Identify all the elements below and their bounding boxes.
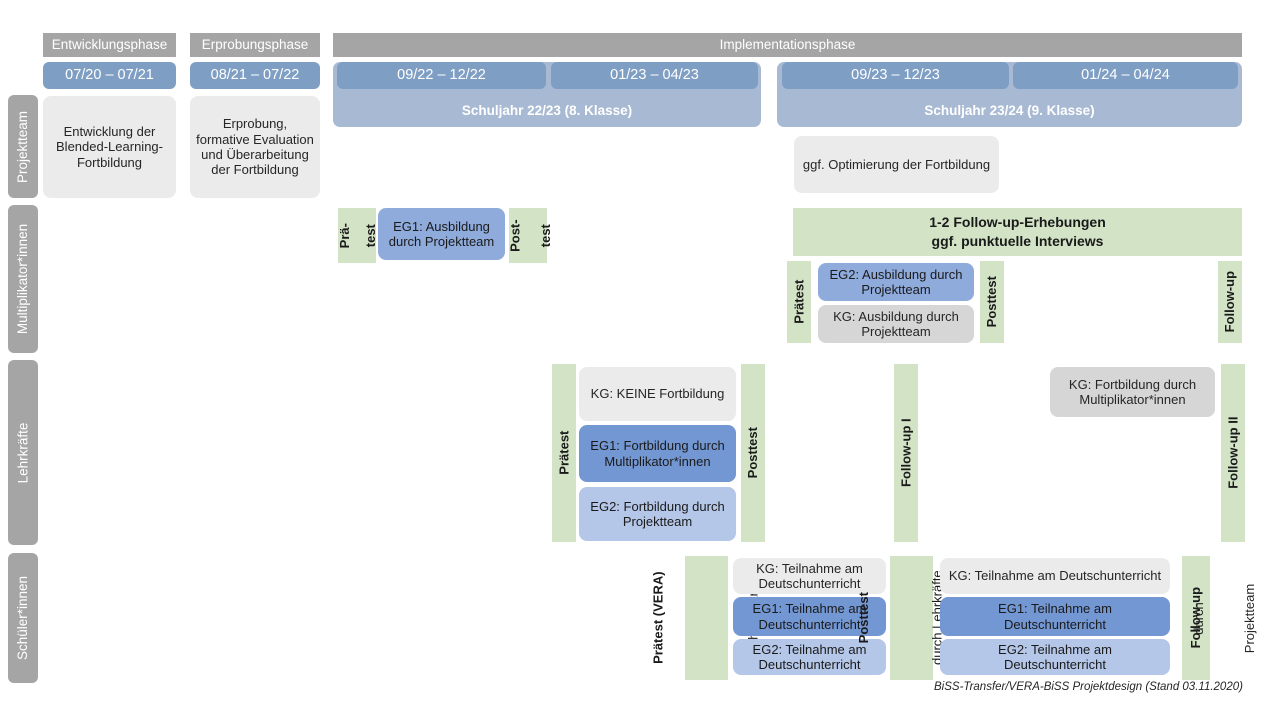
phase-banner-erprobung: Erprobungsphase bbox=[190, 33, 320, 57]
followup-schueler-sub2: Projektteam bbox=[1242, 583, 1258, 653]
role-tab-lehrkraefte: Lehrkräfte bbox=[8, 360, 38, 545]
posttest-line1: Post- bbox=[507, 219, 523, 252]
praetest-lehrkraefte-label: Prätest bbox=[556, 430, 572, 476]
card-kg-fortbildung-multiplikatoren: KG: Fortbildung durch Multiplikator*inne… bbox=[1050, 367, 1215, 417]
card-kg-ausbildung-projektteam: KG: Ausbildung durch Projektteam bbox=[818, 305, 974, 343]
green-posttest-multiplikatoren: Post- test bbox=[507, 208, 553, 263]
praetest2-label: Prätest bbox=[791, 279, 807, 325]
period-pill-0821-0722: 08/21 – 07/22 bbox=[190, 62, 320, 89]
footer-caption: BiSS-Transfer/VERA-BiSS Projektdesign (S… bbox=[934, 681, 1243, 693]
period-pill-0923-1223: 09/23 – 12/23 bbox=[782, 62, 1009, 89]
role-tab-lehrkraefte-label: Lehrkräfte bbox=[15, 422, 31, 483]
posttest-schueler-label: Posttest bbox=[856, 592, 871, 644]
card-eg1-teilnahme-deutsch-right: EG1: Teilnahme am Deutschunterricht bbox=[940, 597, 1170, 636]
role-tab-schueler: Schüler*innen bbox=[8, 553, 38, 683]
card-entwicklung-fortbildung: Entwicklung der Blended-Learning-Fortbil… bbox=[43, 96, 176, 198]
green-followup2-lehrkraefte: Follow-up II bbox=[1221, 364, 1245, 542]
card-eg1-ausbildung-projektteam: EG1: Ausbildung durch Projektteam bbox=[378, 208, 505, 260]
green-praetest2-multiplikatoren: Prätest bbox=[787, 261, 811, 343]
period-pill-0123-0423: 01/23 – 04/23 bbox=[551, 62, 758, 89]
posttest-line2: test bbox=[537, 223, 553, 248]
role-tab-projektteam: Projektteam bbox=[8, 95, 38, 198]
followup2-label: Follow-up II bbox=[1225, 416, 1241, 490]
period-pill-0124-0424: 01/24 – 04/24 bbox=[1013, 62, 1238, 89]
followup-schueler-sub-group: durch Projektteam bbox=[1190, 556, 1258, 680]
card-optimierung-fortbildung: ggf. Optimierung der Fortbildung bbox=[794, 136, 999, 193]
card-kg-teilnahme-deutsch-right: KG: Teilnahme am Deutschunterricht bbox=[940, 558, 1170, 594]
green-posttest-lehrkraefte: Posttest bbox=[741, 364, 765, 542]
card-kg-teilnahme-deutsch-left: KG: Teilnahme am Deutschunterricht bbox=[733, 558, 886, 594]
green-praetest-lehrkraefte: Prätest bbox=[552, 364, 576, 542]
praetest-vera-label: Prätest (VERA) bbox=[651, 571, 667, 665]
posttest-lehrkraefte-label: Posttest bbox=[745, 427, 761, 479]
banner-followup-erhebungen: 1-2 Follow-up-Erhebungen ggf. punktuelle… bbox=[793, 208, 1242, 256]
card-eg1-teilnahme-deutsch-left: EG1: Teilnahme am Deutschunterricht bbox=[733, 597, 886, 636]
card-kg-keine-fortbildung: KG: KEINE Fortbildung bbox=[579, 367, 736, 421]
followup-banner-line2: ggf. punktuelle Interviews bbox=[931, 233, 1104, 249]
period-pill-0922-1222: 09/22 – 12/22 bbox=[337, 62, 546, 89]
role-tab-projektteam-label: Projektteam bbox=[15, 110, 31, 183]
phase-banner-entwicklung: Entwicklungsphase bbox=[43, 33, 176, 57]
followup1-label: Follow-up I bbox=[898, 418, 914, 488]
followup-schueler-sub1: durch bbox=[1190, 601, 1206, 635]
period-pill-0720-0721: 07/20 – 07/21 bbox=[43, 62, 176, 89]
green-posttest-schueler: Posttest durch Lehrkräfte bbox=[856, 556, 945, 680]
green-praetest-multiplikatoren: Prä- test bbox=[336, 208, 378, 263]
praetest-line2: test bbox=[362, 223, 378, 248]
card-eg1-fortbildung-multiplikatoren: EG1: Fortbildung durch Multiplikator*inn… bbox=[579, 425, 736, 482]
card-eg2-fortbildung-projektteam: EG2: Fortbildung durch Projektteam bbox=[579, 487, 736, 541]
card-erprobung-evaluation: Erprobung, formative Evaluation und Über… bbox=[190, 96, 320, 198]
posttest2-label: Posttest bbox=[984, 276, 1000, 328]
green-followup-multiplikatoren: Follow-up bbox=[1218, 261, 1242, 343]
card-eg2-ausbildung-projektteam: EG2: Ausbildung durch Projektteam bbox=[818, 263, 974, 301]
role-tab-multiplikatoren: Multiplikator*innen bbox=[8, 205, 38, 353]
praetest-line1: Prä- bbox=[336, 222, 352, 249]
role-tab-schueler-label: Schüler*innen bbox=[15, 575, 31, 661]
green-followup1-lehrkraefte: Follow-up I bbox=[894, 364, 918, 542]
green-followup-schueler: Follow-up bbox=[1182, 556, 1210, 680]
card-eg2-teilnahme-deutsch-right: EG2: Teilnahme am Deutschunterricht bbox=[940, 639, 1170, 675]
card-eg2-teilnahme-deutsch-left: EG2: Teilnahme am Deutschunterricht bbox=[733, 639, 886, 675]
role-tab-multiplikatoren-label: Multiplikator*innen bbox=[15, 223, 31, 335]
phase-banner-implementation: Implementationsphase bbox=[333, 33, 1242, 57]
followup-banner-line1: 1-2 Follow-up-Erhebungen bbox=[929, 214, 1106, 231]
followup-multiplikatoren-label: Follow-up bbox=[1222, 271, 1238, 333]
green-praetest-vera-schueler: Prätest (VERA) durch Lehrkräfte bbox=[651, 556, 761, 680]
green-posttest2-multiplikatoren: Posttest bbox=[980, 261, 1004, 343]
